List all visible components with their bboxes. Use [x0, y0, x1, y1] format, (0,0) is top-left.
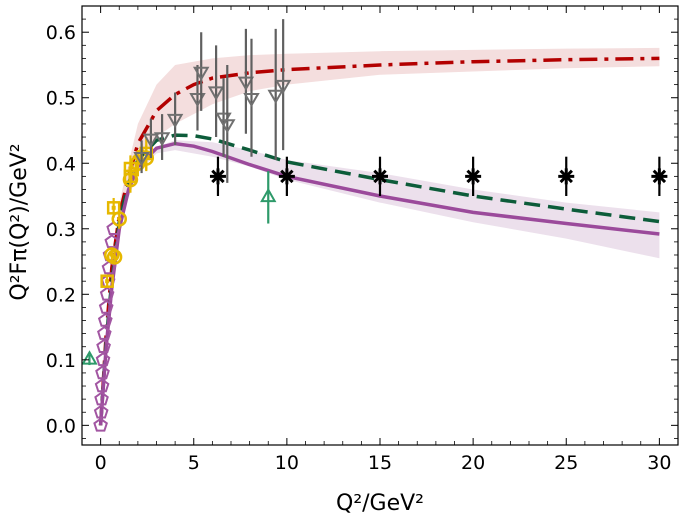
y-tick-label: 0.6 [46, 22, 76, 44]
point-pentagon [94, 391, 109, 406]
uncertainty-bands [100, 47, 660, 426]
x-axis-title: Q²/GeV² [336, 491, 424, 516]
point-triangle-down [133, 152, 150, 167]
x-tick-label: 25 [554, 452, 578, 474]
data-markers [82, 19, 668, 432]
point-triangle-down [274, 79, 292, 95]
y-tick-label: 0.4 [46, 153, 76, 175]
y-tick-labels: 0.0 0.1 0.2 0.3 0.4 0.5 0.6 [46, 22, 76, 437]
x-tick-label: 15 [368, 452, 392, 474]
x-tick-label: 30 [647, 452, 671, 474]
uncertainty-band-1 [100, 140, 660, 426]
x-tick-label: 5 [188, 452, 200, 474]
curve-dashdot [98, 56, 660, 426]
point-square [123, 161, 138, 176]
point-asterisk [372, 168, 388, 185]
point-asterisk [558, 168, 575, 185]
point-pentagon [97, 325, 112, 340]
point-pentagon [95, 365, 110, 380]
y-tick-label: 0.0 [46, 415, 76, 437]
point-pentagon [97, 312, 113, 327]
axis-ticks [82, 6, 678, 445]
y-tick-label: 0.1 [46, 350, 76, 372]
point-triangle-up [260, 187, 277, 203]
y-tick-label: 0.2 [46, 284, 76, 306]
point-pentagon [95, 352, 111, 367]
x-tick-label: 20 [461, 452, 485, 474]
point-triangle-down [267, 89, 284, 105]
point-pentagon [101, 260, 117, 275]
y-axis-title: Q²Fπ(Q²)/GeV² [7, 143, 32, 300]
point-triangle-down [219, 119, 236, 134]
point-square [106, 201, 121, 215]
point-asterisk [278, 168, 295, 185]
point-asterisk [651, 168, 668, 185]
point-pentagon [104, 234, 120, 249]
x-tick-labels: 0 5 10 15 20 25 30 [95, 452, 672, 474]
point-triangle-down [192, 66, 210, 81]
point-square [100, 274, 114, 288]
point-triangle-up [82, 350, 98, 365]
point-pentagon [93, 404, 109, 419]
point-circle [106, 249, 123, 265]
point-triangle-down [207, 86, 225, 101]
point-asterisk [465, 168, 482, 185]
point-asterisk [209, 168, 226, 185]
y-tick-label: 0.3 [46, 219, 76, 241]
point-triangle-down [153, 132, 171, 147]
point-pentagon [98, 299, 114, 314]
point-pentagon [94, 378, 110, 393]
x-tick-label: 10 [275, 452, 299, 474]
point-triangle-down [243, 93, 260, 108]
point-pentagon [99, 286, 115, 301]
point-triangle-down [166, 113, 184, 129]
x-tick-label: 0 [95, 452, 107, 474]
point-triangle-down [237, 76, 255, 91]
point-pentagon [96, 338, 111, 353]
point-triangle-down [142, 133, 160, 148]
y-tick-label: 0.5 [46, 88, 76, 110]
point-pentagon [93, 417, 108, 432]
